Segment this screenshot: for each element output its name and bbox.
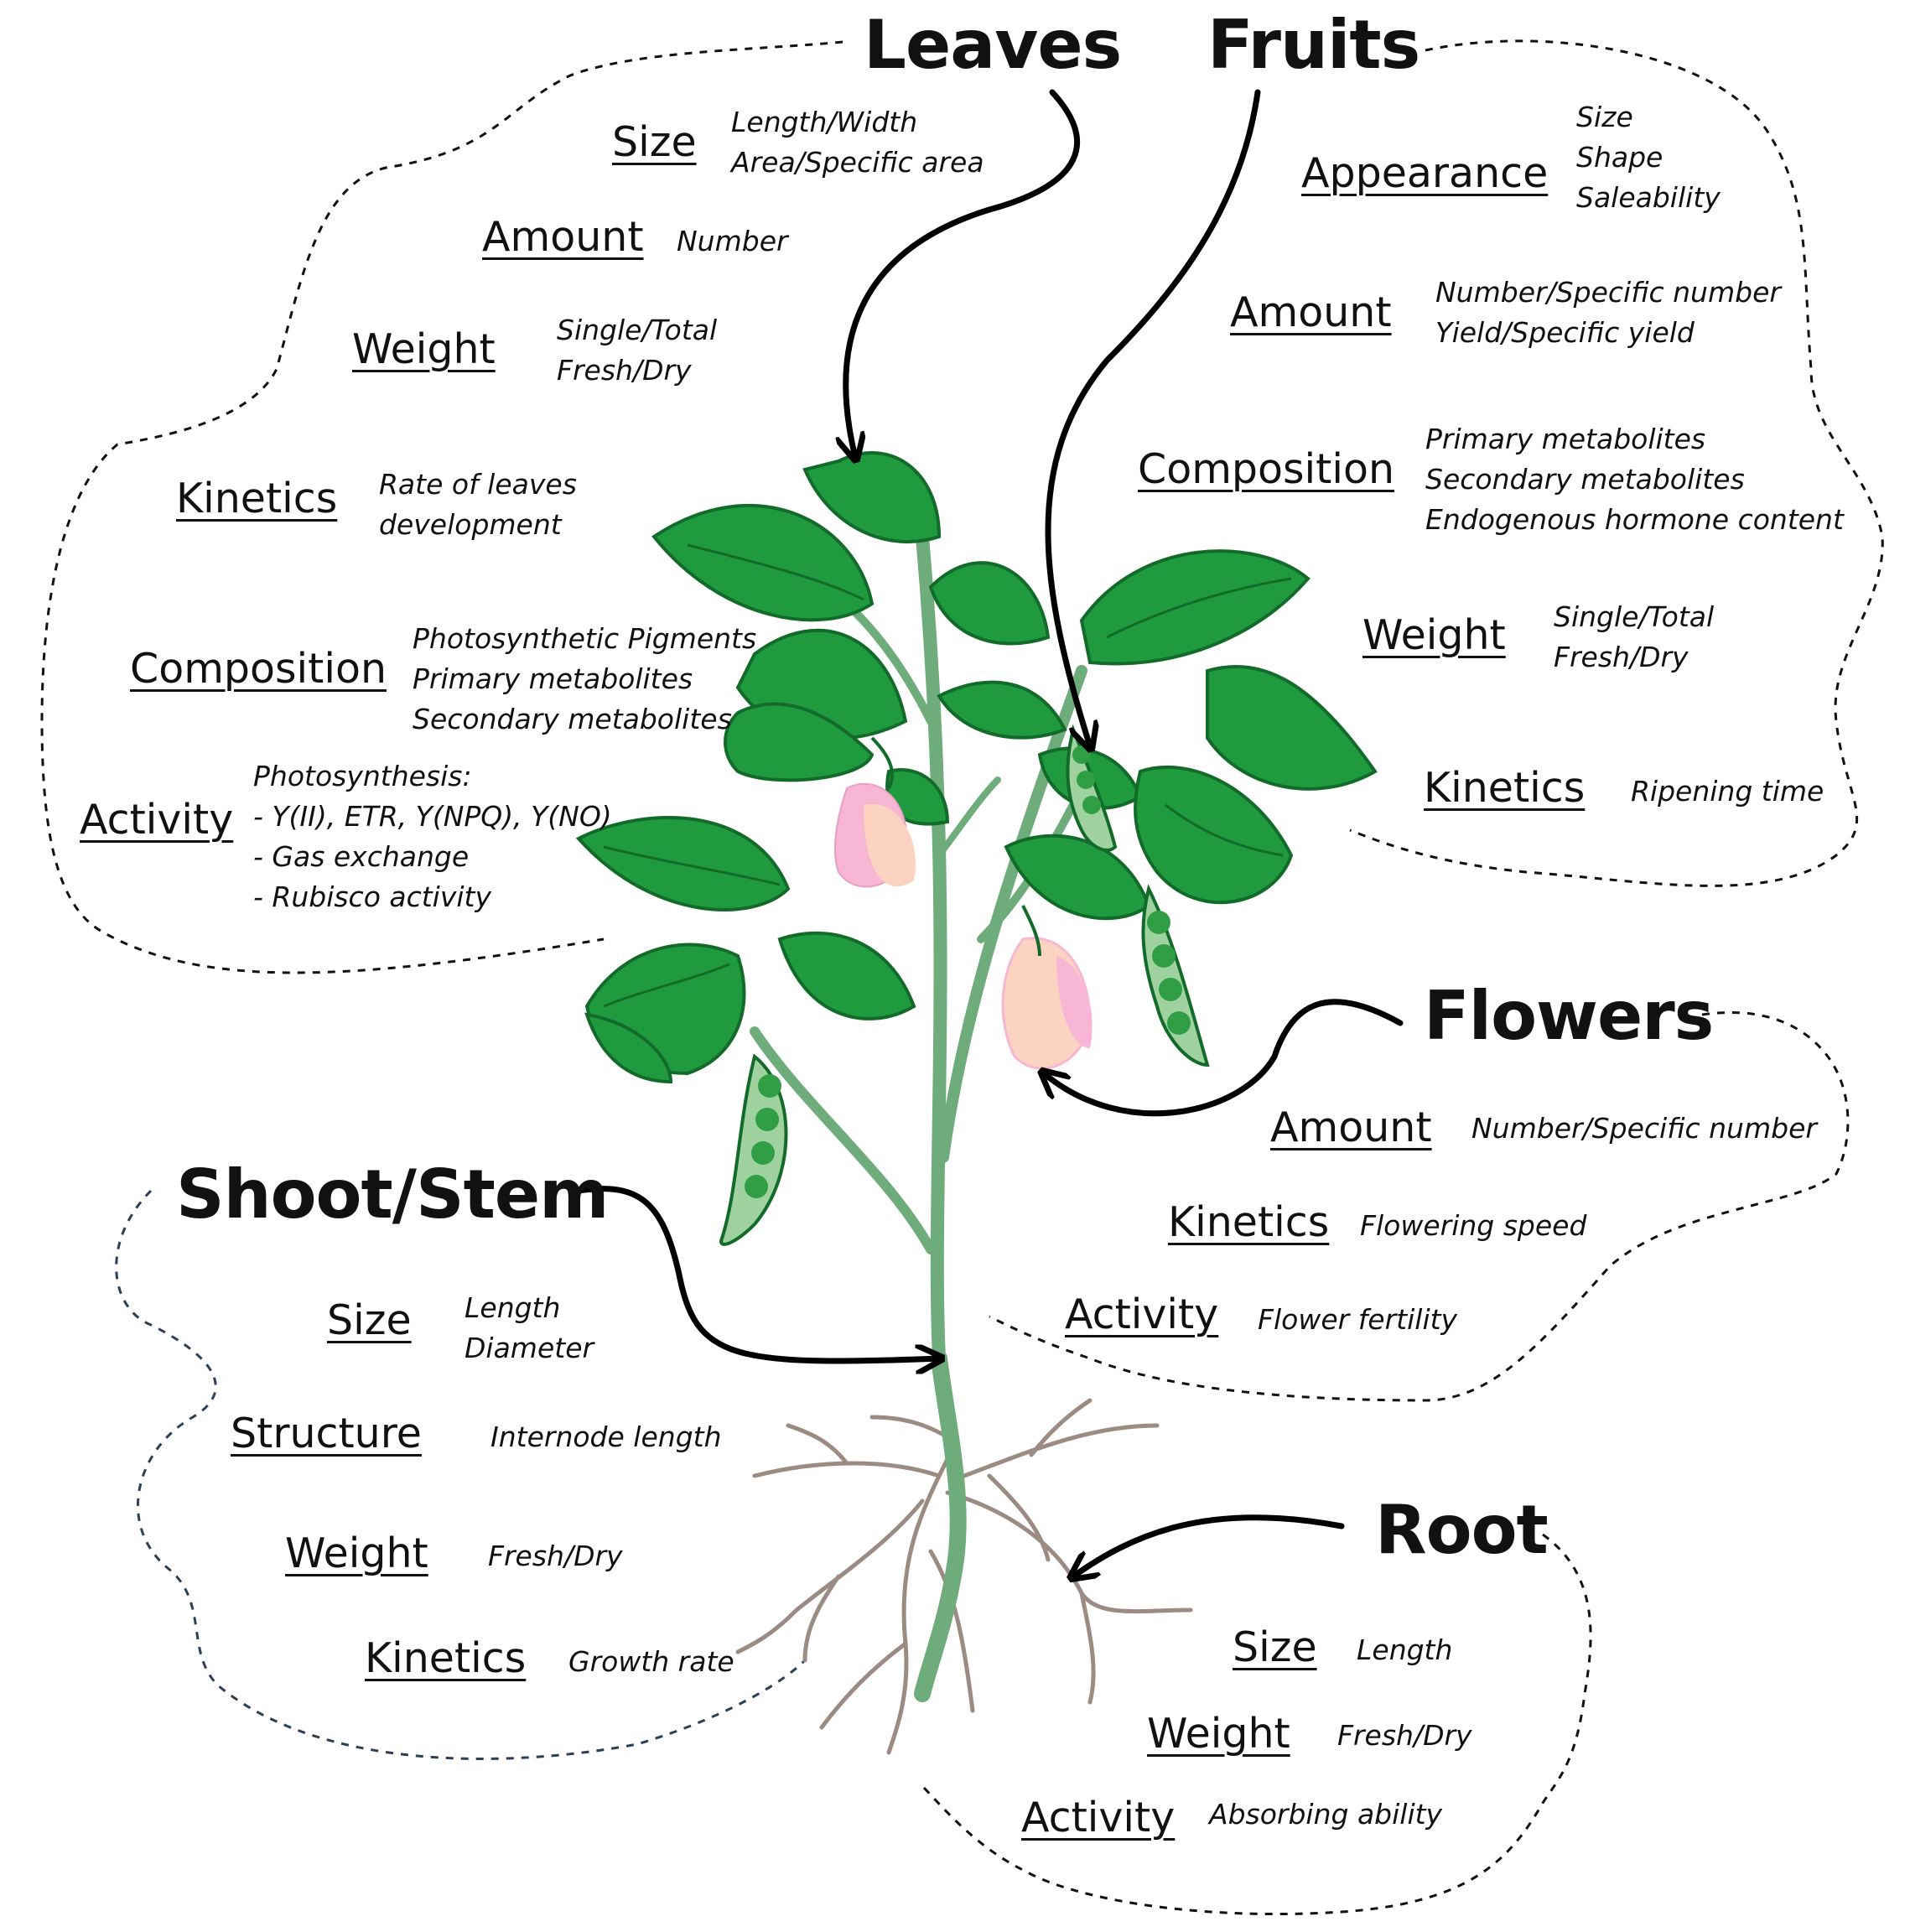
leaves-amount-label: Amount [482, 213, 644, 261]
pea-pods [719, 724, 1210, 1246]
pointer-arrows [575, 89, 1404, 1576]
detail-line: Absorbing ability [1209, 1798, 1443, 1831]
leaves-size-details: Length/Width Area/Specific area [731, 102, 984, 183]
detail-line: Photosynthetic Pigments [413, 622, 757, 655]
fruits-title: Fruits [1207, 6, 1420, 84]
fruits-composition-label: Composition [1138, 445, 1395, 493]
flowers-boundary [989, 1011, 1850, 1402]
detail-line: Saleability [1576, 181, 1721, 214]
leaves-weight-details: Single/Total Fresh/Dry [557, 310, 717, 391]
root-weight-label: Weight [1147, 1710, 1290, 1758]
detail-line: Rate of leaves [379, 468, 577, 501]
detail-line: Fresh/Dry [1554, 641, 1689, 673]
leaves-weight-label: Weight [352, 325, 496, 373]
root-system [735, 1398, 1193, 1755]
detail-line: Length [1357, 1633, 1453, 1666]
root-weight-details: Fresh/Dry [1337, 1716, 1472, 1756]
fruits-amount-details: Number/Specific number Yield/Specific yi… [1435, 273, 1781, 353]
root-activity-label: Activity [1021, 1794, 1176, 1841]
detail-line: Shape [1576, 141, 1663, 174]
fruits-appearance-details: Size Shape Saleability [1576, 97, 1721, 218]
detail-line: Fresh/Dry [488, 1540, 623, 1572]
leaves-activity-details: Photosynthesis: - Y(II), ETR, Y(NPQ), Y(… [253, 756, 612, 917]
leaves-composition-label: Composition [130, 645, 387, 693]
leaves-composition-details: Photosynthetic Pigments Primary metaboli… [413, 619, 756, 740]
detail-line: - Gas exchange [253, 840, 470, 873]
detail-line: Single/Total [557, 314, 718, 346]
flowers-kinetics-details: Flowering speed [1360, 1206, 1586, 1246]
fruits-kinetics-details: Ripening time [1631, 771, 1824, 812]
shoot-kinetics-details: Growth rate [568, 1642, 734, 1682]
detail-line: Internode length [490, 1420, 722, 1453]
detail-line: development [379, 508, 562, 541]
leaves-activity-label: Activity [80, 796, 234, 844]
detail-line: Growth rate [568, 1645, 734, 1678]
detail-line: Secondary metabolites [1425, 463, 1745, 496]
detail-line: Fresh/Dry [1337, 1719, 1472, 1752]
detail-line: Fresh/Dry [557, 354, 692, 387]
stem [750, 530, 1087, 1702]
detail-line: Number/Specific number [1435, 276, 1781, 309]
shoot-size-label: Size [327, 1296, 412, 1344]
fruits-weight-label: Weight [1362, 611, 1506, 659]
detail-line: Photosynthesis: [253, 760, 472, 792]
detail-line: Number [677, 225, 788, 257]
flowers-activity-details: Flower fertility [1258, 1300, 1457, 1340]
shoot-kinetics-label: Kinetics [365, 1634, 527, 1682]
detail-line: Diameter [465, 1332, 594, 1364]
fruits-boundary [1349, 39, 1884, 887]
detail-line: Primary metabolites [1425, 423, 1706, 455]
leaf-veins [603, 543, 1292, 1008]
shoot-structure-details: Internode length [490, 1417, 722, 1457]
detail-line: Flowering speed [1360, 1209, 1587, 1242]
detail-line: Flower fertility [1258, 1303, 1458, 1336]
fruits-kinetics-label: Kinetics [1424, 764, 1586, 812]
flowers-art [833, 736, 1093, 1070]
fruits-weight-details: Single/Total Fresh/Dry [1554, 597, 1714, 678]
detail-line: - Rubisco activity [253, 880, 492, 913]
shoot-weight-label: Weight [285, 1530, 428, 1577]
flowers-activity-label: Activity [1065, 1291, 1219, 1338]
detail-line: Number/Specific number [1471, 1112, 1817, 1145]
detail-line: Size [1576, 101, 1633, 133]
shoot-structure-label: Structure [231, 1410, 422, 1457]
detail-line: - Y(II), ETR, Y(NPQ), Y(NO) [253, 800, 612, 833]
fruits-amount-label: Amount [1230, 288, 1392, 336]
detail-line: Endogenous hormone content [1425, 503, 1844, 536]
detail-line: Secondary metabolites [413, 703, 732, 735]
shoot-title: Shoot/Stem [176, 1156, 609, 1233]
detail-line: Single/Total [1554, 600, 1715, 633]
detail-line: Length [465, 1291, 561, 1324]
leaves-title: Leaves [864, 6, 1122, 84]
flowers-kinetics-label: Kinetics [1168, 1198, 1330, 1246]
flowers-amount-label: Amount [1270, 1104, 1432, 1151]
fruits-appearance-label: Appearance [1301, 149, 1549, 197]
root-size-label: Size [1233, 1623, 1317, 1671]
detail-line: Area/Specific area [731, 146, 984, 179]
detail-line: Ripening time [1631, 775, 1824, 808]
flowers-title: Flowers [1424, 977, 1714, 1055]
leaves-size-label: Size [612, 118, 697, 166]
detail-line: Primary metabolites [413, 662, 693, 695]
detail-line: Yield/Specific yield [1435, 316, 1695, 349]
leaves-kinetics-label: Kinetics [176, 475, 338, 522]
fruits-composition-details: Primary metabolites Secondary metabolite… [1425, 419, 1844, 540]
root-title: Root [1375, 1491, 1549, 1569]
root-activity-details: Absorbing ability [1209, 1794, 1442, 1835]
leaves-boundary [40, 40, 843, 974]
detail-line: Length/Width [731, 106, 918, 138]
shoot-size-details: Length Diameter [465, 1288, 594, 1368]
flowers-amount-details: Number/Specific number [1471, 1109, 1817, 1149]
leaves-amount-details: Number [677, 221, 788, 262]
root-boundary [921, 1533, 1592, 1916]
leaves-kinetics-details: Rate of leaves development [379, 465, 577, 545]
shoot-weight-details: Fresh/Dry [488, 1536, 623, 1576]
root-size-details: Length [1357, 1630, 1452, 1670]
